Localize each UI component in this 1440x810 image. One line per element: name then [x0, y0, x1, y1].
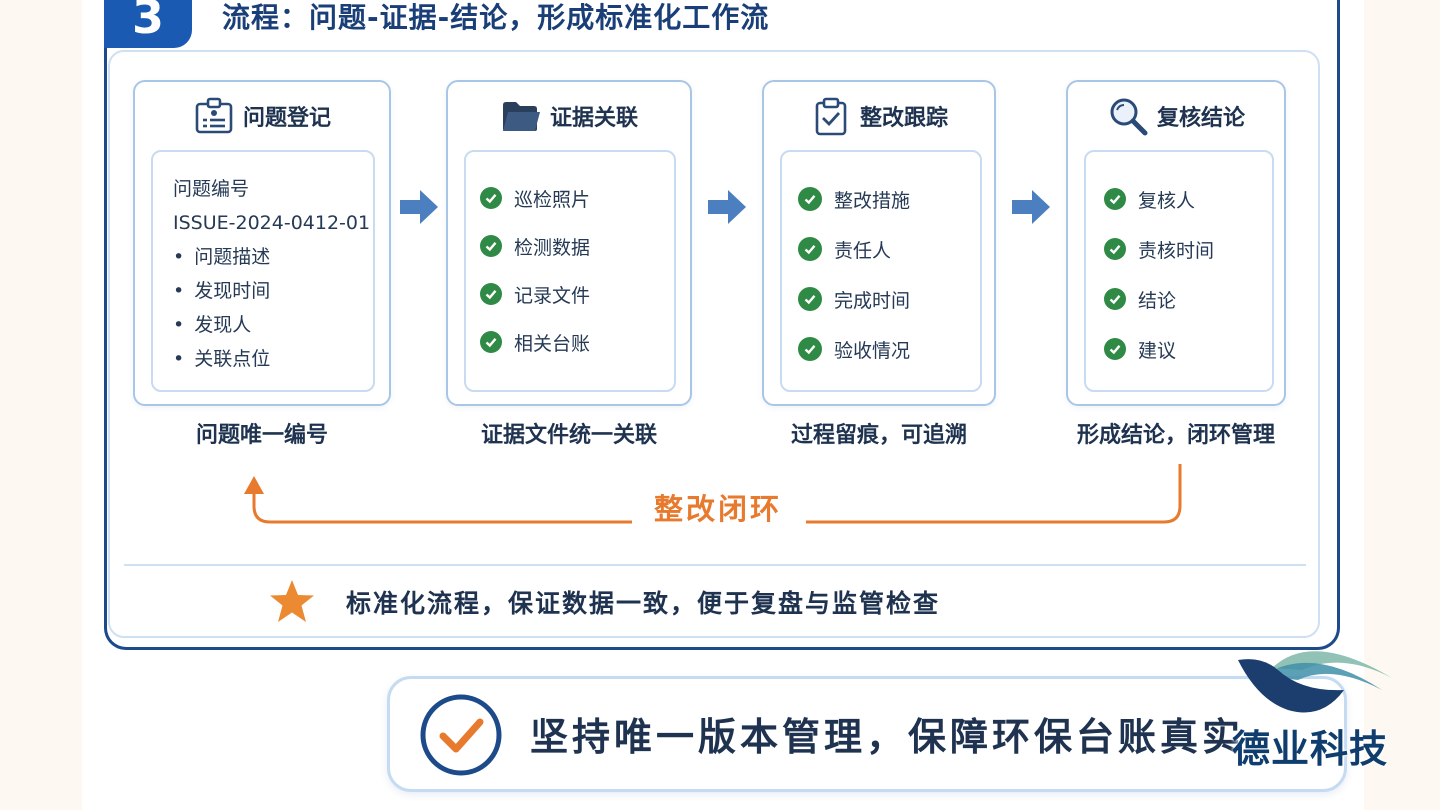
- step-title: 整改跟踪: [859, 106, 948, 131]
- checklist-label: 检测数据: [514, 236, 591, 259]
- checklist-label: 整改措施: [834, 189, 911, 212]
- arrow-right-icon: [708, 190, 746, 224]
- step-caption: 证据文件统一关联: [480, 423, 657, 448]
- brand-watermark-text: 德业科技: [1232, 727, 1389, 771]
- check-icon: [798, 187, 822, 211]
- star-icon: [270, 580, 314, 622]
- check-icon: [480, 283, 502, 305]
- check-icon: [1104, 188, 1126, 210]
- step-content-box: 复核人 责核时间 结论 建议: [1084, 150, 1274, 392]
- id-card-icon: [195, 97, 233, 134]
- check-icon: [1104, 288, 1126, 310]
- checklist-item: 复核人: [1104, 174, 1272, 224]
- folder-icon: [502, 102, 540, 131]
- checklist-item: 记录文件: [480, 270, 674, 318]
- check-icon: [480, 187, 502, 209]
- checklist-item: 巡检照片: [480, 174, 674, 222]
- checklist-label: 结论: [1138, 289, 1177, 312]
- checklist-item: 相关台账: [480, 318, 674, 366]
- step-header: 问题登记: [135, 92, 389, 140]
- field-label: 问题编号: [173, 178, 250, 200]
- checklist-item: 结论: [1104, 274, 1272, 324]
- arrow-right-icon: [1012, 190, 1050, 224]
- checklist-item: 整改措施: [798, 174, 980, 224]
- step-header: 证据关联: [448, 92, 690, 140]
- step-caption: 形成结论，闭环管理: [1076, 423, 1275, 448]
- bullet-item: 关联点位: [173, 342, 373, 376]
- checklist-label: 记录文件: [514, 284, 591, 307]
- checklist-label: 巡检照片: [514, 188, 591, 211]
- step-title: 问题登记: [242, 106, 331, 131]
- step-content-box: 整改措施 责任人 完成时间 验收情况: [780, 150, 982, 392]
- banner-text: 坚持唯一版本管理，保障环保台账真实: [530, 715, 1245, 759]
- step-header: 复核结论: [1068, 92, 1284, 140]
- checklist-label: 复核人: [1138, 189, 1196, 212]
- checklist-label: 责核时间: [1138, 239, 1215, 262]
- check-icon: [480, 235, 502, 257]
- check-icon: [480, 331, 502, 353]
- checklist-label: 验收情况: [834, 339, 911, 362]
- principle-banner: [387, 676, 1347, 792]
- step-title: 复核结论: [1156, 106, 1245, 131]
- step-card-evidence-linking: 证据关联 巡检照片 检测数据 记录文件 相关台账: [446, 80, 692, 406]
- step-card-issue-registration: 问题登记 问题编号 ISSUE-2024-0412-01 问题描述 发现时间 发…: [133, 80, 391, 406]
- check-circle-icon: [420, 694, 502, 776]
- magnifier-icon: [1110, 98, 1148, 136]
- checklist-item: 责核时间: [1104, 224, 1272, 274]
- closed-loop-label: 整改闭环: [638, 488, 798, 530]
- checklist-item: 完成时间: [798, 274, 980, 324]
- checklist-item: 责任人: [798, 224, 980, 274]
- bullet-item: 问题描述: [173, 240, 373, 274]
- checklist-item: 检测数据: [480, 222, 674, 270]
- checklist-label: 责任人: [834, 239, 892, 262]
- check-icon: [1104, 338, 1126, 360]
- step-content-box: 巡检照片 检测数据 记录文件 相关台账: [464, 150, 676, 392]
- step-caption: 问题唯一编号: [195, 423, 328, 448]
- check-icon: [1104, 238, 1126, 260]
- footer-note: 标准化流程，保证数据一致，便于复盘与监管检查: [346, 589, 941, 618]
- step-card-rectification-tracking: 整改跟踪 整改措施 责任人 完成时间 验收情况: [762, 80, 996, 406]
- section-title: 流程：问题-证据-结论，形成标准化工作流: [222, 1, 770, 34]
- check-icon: [798, 287, 822, 311]
- checklist-label: 完成时间: [834, 289, 911, 312]
- issue-id-value: ISSUE-2024-0412-01: [173, 212, 371, 234]
- step-header: 整改跟踪: [764, 92, 994, 140]
- step-title: 证据关联: [549, 106, 638, 131]
- arrow-right-icon: [400, 190, 438, 224]
- checklist-label: 建议: [1138, 339, 1177, 362]
- checklist-item: 验收情况: [798, 324, 980, 374]
- checklist-label: 相关台账: [514, 332, 591, 355]
- bullet-item: 发现人: [173, 308, 373, 342]
- section-number-badge: 3: [104, 0, 192, 48]
- clipboard-check-icon: [815, 97, 847, 136]
- check-icon: [798, 337, 822, 361]
- step-caption: 过程留痕，可追溯: [790, 423, 967, 448]
- brand-logo-icon: [1238, 651, 1392, 713]
- checklist-item: 建议: [1104, 324, 1272, 374]
- divider: [124, 564, 1306, 566]
- check-icon: [798, 237, 822, 261]
- bullet-item: 发现时间: [173, 274, 373, 308]
- step-card-review-conclusion: 复核结论 复核人 责核时间 结论 建议: [1066, 80, 1286, 406]
- step-content-box: 问题编号 ISSUE-2024-0412-01 问题描述 发现时间 发现人 关联…: [151, 150, 375, 392]
